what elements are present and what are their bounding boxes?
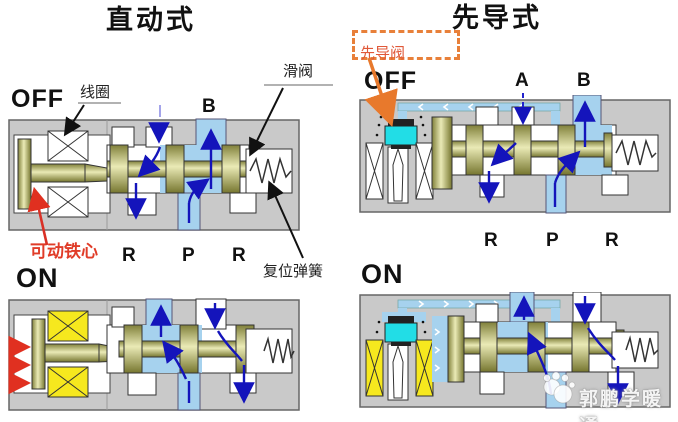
spool-piston (431, 116, 453, 190)
flow-arrows (478, 100, 596, 207)
left-port-r2-label: R (232, 245, 246, 266)
title-pilot-operated: 先导式 (452, 3, 542, 33)
spool-label: 滑阀 (283, 63, 314, 80)
left-port-r1-label: R (122, 245, 136, 266)
pilot-plunger (392, 344, 404, 399)
right-port-a-label: A (515, 70, 529, 91)
pilot-valve (375, 115, 427, 204)
direct-acting-on-diagram (8, 298, 300, 411)
pilot-operated-off-diagram (359, 95, 671, 214)
pilot-pressure-chamber (432, 316, 448, 382)
flow-arrows (150, 303, 255, 404)
title-direct-acting: 直动式 (106, 5, 196, 35)
direct-acting-off-diagram (8, 118, 300, 231)
left-on-label: ON (16, 263, 59, 293)
return-spring-label: 复位弹簧 (263, 263, 324, 280)
right-port-r2-label: R (605, 230, 619, 251)
right-port-b-label: B (577, 70, 591, 91)
pilot-valve (375, 316, 427, 401)
coil-label: 线圈 (80, 84, 111, 101)
left-port-p-label: P (182, 245, 195, 266)
left-off-label: OFF (11, 85, 64, 113)
right-on-label: ON (361, 259, 404, 289)
right-off-label: OFF (364, 67, 417, 95)
return-spring (611, 134, 659, 172)
coil-windings-energized (365, 339, 434, 397)
right-port-r1-label: R (484, 230, 498, 251)
pilot-valve-callout: 先导阀 (352, 30, 460, 62)
return-spring (245, 148, 293, 194)
movable-core-label: 可动铁心 (30, 242, 98, 261)
return-spring-compressed (611, 331, 659, 369)
watermark-text: 郭鹏学暖通 (579, 389, 664, 422)
coil-windings-energized (47, 310, 89, 398)
pilot-plunger (392, 147, 404, 202)
flow-arrows (125, 122, 222, 223)
pilot-valve-label: 先导阀 (360, 45, 406, 62)
pilot-operated-on-diagram (359, 292, 671, 409)
solenoid-force-arrows (8, 335, 31, 395)
return-spring-compressed (245, 328, 295, 374)
right-port-p-label: P (546, 230, 559, 251)
watermark-paw-icon (543, 372, 576, 404)
left-port-b-label: B (202, 96, 216, 117)
spool-piston (447, 315, 465, 383)
